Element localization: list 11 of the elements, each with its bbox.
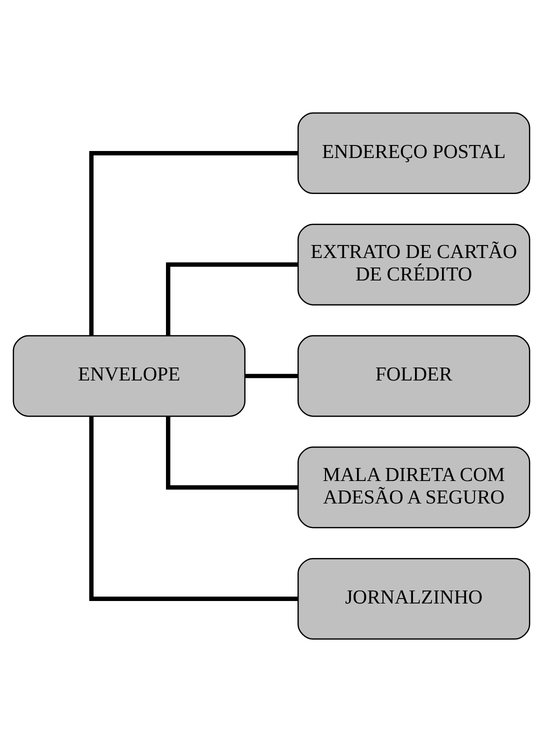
node-box: ENVELOPE xyxy=(12,334,246,416)
node-box: MALA DIRETA COM ADESÃO A SEGURO xyxy=(298,446,530,528)
connector xyxy=(166,262,298,335)
connector xyxy=(89,416,298,600)
connector xyxy=(244,373,298,378)
connector xyxy=(166,416,298,490)
node-box: FOLDER xyxy=(298,334,530,416)
node-box: EXTRATO DE CARTÃO DE CRÉDITO xyxy=(298,223,530,305)
node-box: JORNALZINHO xyxy=(298,557,530,640)
connector xyxy=(89,150,298,336)
node-box: ENDEREÇO POSTAL xyxy=(298,112,530,194)
